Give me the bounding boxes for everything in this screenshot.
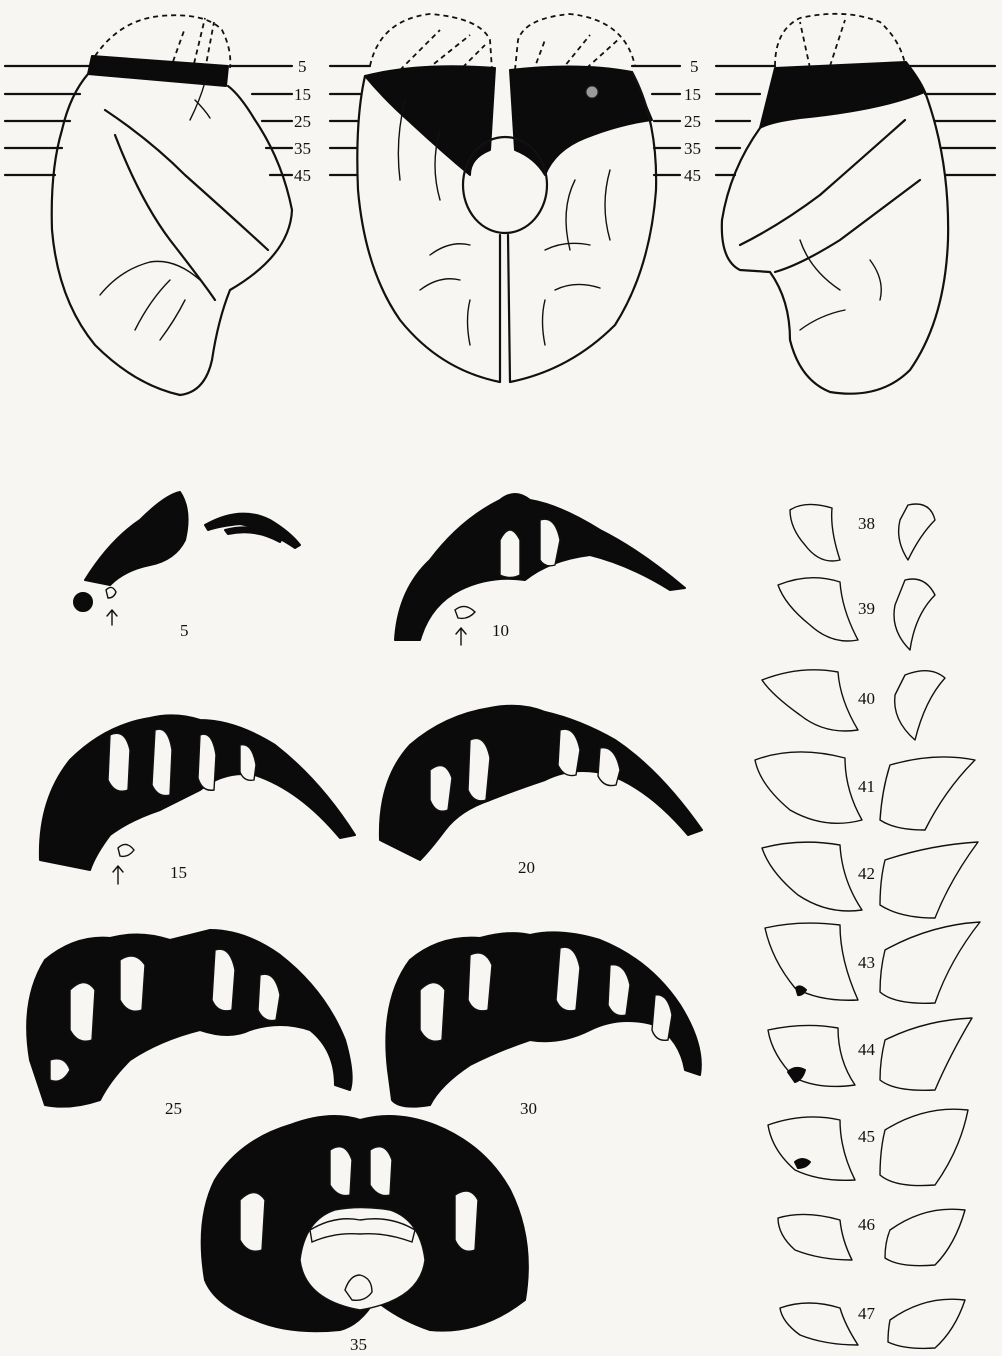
level-label-left-45: 45	[294, 166, 311, 185]
section-label-25: 25	[165, 1099, 182, 1118]
ventral-brain-view	[330, 14, 680, 382]
coronal-section-20	[380, 706, 702, 860]
small-section-label-46: 46	[858, 1215, 875, 1234]
small-section-label-39: 39	[858, 599, 875, 618]
level-label-left-35: 35	[294, 139, 311, 158]
small-section-label-38: 38	[858, 514, 875, 533]
lesion-ventral-right	[510, 66, 652, 175]
section-label-5: 5	[180, 621, 189, 640]
lesion-band-right	[760, 62, 925, 128]
small-section-label-41: 41	[858, 777, 875, 796]
level-label-left-25: 25	[294, 112, 311, 131]
coronal-section-15	[40, 715, 355, 884]
coronal-section-5	[74, 492, 300, 625]
level-lines-left	[5, 66, 292, 175]
level-label-right-35: 35	[684, 139, 701, 158]
level-label-right-25: 25	[684, 112, 701, 131]
section-label-20: 20	[518, 858, 535, 877]
right-lateral-brain-view	[716, 14, 995, 394]
small-section-45	[768, 1109, 968, 1185]
level-label-left-15: 15	[294, 85, 311, 104]
section-label-35: 35	[350, 1335, 367, 1354]
section-label-15: 15	[170, 863, 187, 882]
left-lateral-brain-view	[5, 15, 292, 395]
coronal-section-35	[202, 1116, 528, 1331]
section-label-30: 30	[520, 1099, 537, 1118]
small-section-label-42: 42	[858, 864, 875, 883]
level-label-left-5: 5	[298, 57, 307, 76]
small-section-label-44: 44	[858, 1040, 876, 1059]
section-label-10: 10	[492, 621, 509, 640]
small-section-40	[762, 670, 945, 740]
coronal-section-25	[27, 930, 352, 1107]
coronal-section-10	[395, 494, 685, 645]
small-section-label-43: 43	[858, 953, 875, 972]
small-section-39	[778, 578, 935, 650]
small-section-label-45: 45	[858, 1127, 875, 1146]
coronal-section-30	[386, 932, 701, 1106]
small-section-label-47: 47	[858, 1304, 876, 1323]
small-section-label-40: 40	[858, 689, 875, 708]
level-label-right-15: 15	[684, 85, 701, 104]
level-label-right-5: 5	[690, 57, 699, 76]
level-label-right-45: 45	[684, 166, 701, 185]
lesion-ventral-left	[365, 66, 495, 175]
